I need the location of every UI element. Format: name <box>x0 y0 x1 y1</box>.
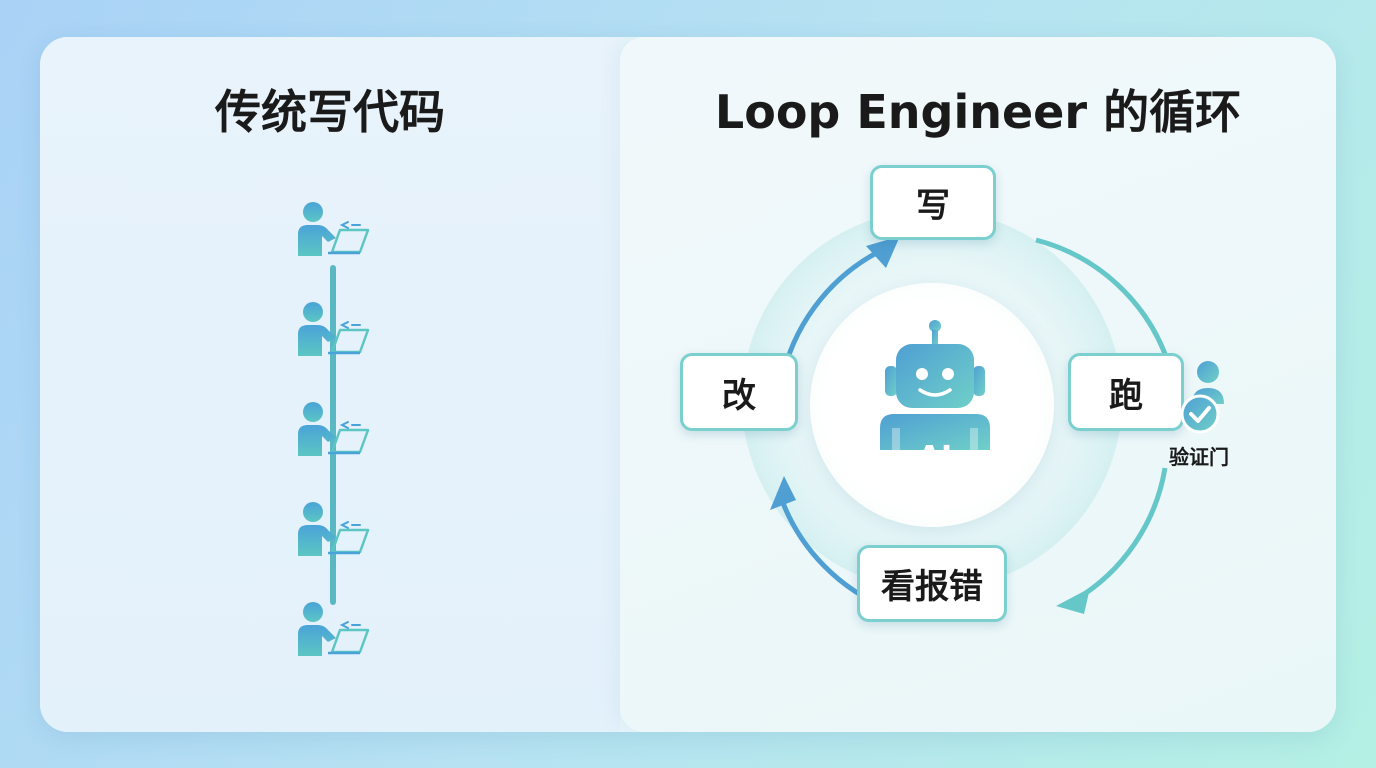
right-panel-title: Loop Engineer 的循环 <box>714 85 1242 139</box>
node-fix: 改 <box>680 353 798 431</box>
arc-run-to-view <box>1073 467 1168 603</box>
node-run: 跑 <box>1068 353 1184 431</box>
node-view-error: 看报错 <box>857 545 1007 622</box>
person-laptop-icon <box>298 500 378 560</box>
arrow-icon <box>770 476 796 510</box>
person-laptop-icon <box>298 300 378 360</box>
ai-label: AI <box>917 440 953 475</box>
person-laptop-icon <box>298 600 378 660</box>
arc-write-to-run <box>1035 237 1171 363</box>
node-write: 写 <box>870 165 996 240</box>
check-icon <box>1180 394 1220 434</box>
robot-icon <box>880 318 990 450</box>
arrow-icon <box>1056 588 1090 614</box>
person-laptop-icon <box>298 200 378 260</box>
verify-gate-label: 验证门 <box>1169 445 1229 469</box>
left-panel-title: 传统写代码 <box>215 85 445 139</box>
person-laptop-icon <box>298 400 378 460</box>
verify-person-icon <box>1176 358 1226 434</box>
arrow-icon <box>866 236 900 268</box>
